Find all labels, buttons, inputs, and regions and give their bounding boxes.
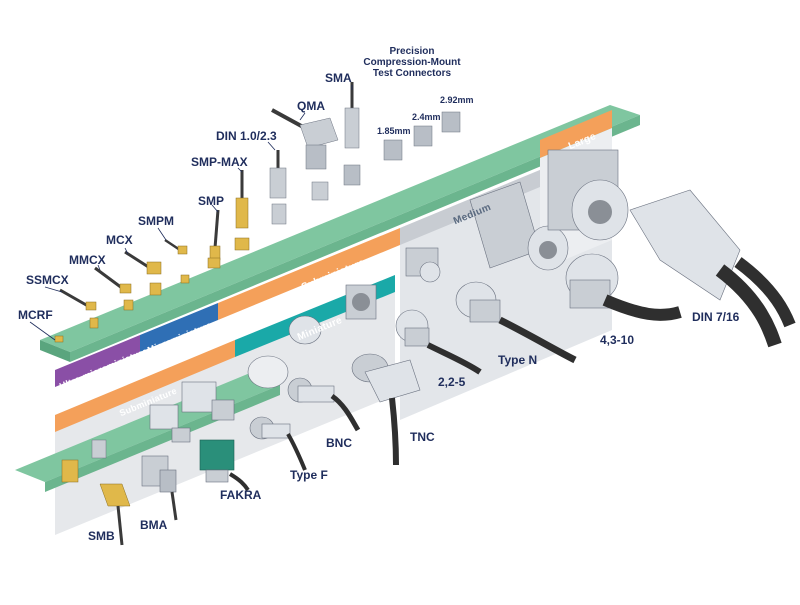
bnc-connector	[247, 315, 361, 432]
lower-panel-connectors	[149, 381, 235, 443]
title-line-2: Compression-Mount	[363, 57, 461, 68]
qma-connector	[271, 108, 339, 201]
ultra-band-shape	[55, 335, 140, 387]
size-label-24: 2.4mm	[412, 112, 441, 122]
din-1023-connector	[269, 150, 287, 225]
upper-board-front	[70, 115, 640, 362]
mmcx-connector	[94, 266, 134, 311]
mcrf-connector	[54, 335, 64, 343]
upper-board-edge	[40, 340, 70, 362]
label-mmcx: MMCX	[69, 253, 106, 267]
label-din-1023: DIN 1.0/2.3	[216, 129, 277, 143]
label-type-f: Type F	[290, 468, 328, 482]
sub-lower-band-shape	[55, 340, 235, 432]
precision-connectors	[383, 111, 461, 161]
label-mcrf: MCRF	[18, 308, 53, 322]
label-smb: SMB	[88, 529, 115, 543]
large-panel-connector	[547, 149, 629, 241]
title-line-1: Precision	[389, 46, 435, 57]
title-line-3: Test Connectors	[372, 68, 452, 79]
din-716-connector	[629, 189, 796, 348]
four-three-ten-connector	[565, 253, 682, 321]
label-qma: QMA	[297, 99, 325, 113]
label-four-three-ten: 4,3-10	[600, 333, 635, 347]
label-two-two-five: 2,2-5	[438, 375, 466, 389]
sma-connector	[343, 82, 361, 186]
label-smp: SMP	[198, 194, 225, 208]
label-mcx: MCX	[106, 233, 133, 247]
large-band-shape	[540, 110, 612, 158]
label-smp-max: SMP-MAX	[191, 155, 248, 169]
micro-band-shape	[140, 303, 218, 352]
type-f-connector	[249, 416, 307, 471]
fakra-connector	[199, 439, 250, 492]
label-type-n: Type N	[498, 353, 538, 367]
ssmcx-connector	[59, 288, 99, 329]
smpm-connector	[164, 238, 190, 284]
two-two-five-connector	[395, 309, 482, 375]
mini-panel-connectors	[345, 247, 441, 320]
leader-lines	[29, 85, 353, 341]
smp-connector	[207, 209, 221, 269]
label-smpm: SMPM	[138, 214, 174, 228]
label-bma: BMA	[140, 518, 168, 532]
precision-title: Precision Compression-Mount Test Connect…	[357, 46, 467, 79]
bma-connector	[141, 455, 178, 521]
smb-connector	[61, 439, 131, 546]
smp-max-connector	[234, 170, 250, 251]
size-label-292: 2.92mm	[440, 95, 474, 105]
label-ssmcx: SSMCX	[26, 273, 69, 287]
label-din-716: DIN 7/16	[692, 310, 740, 324]
size-label-185: 1.85mm	[377, 126, 411, 136]
medium-panel-connector	[469, 181, 569, 271]
tnc-connector	[351, 353, 421, 466]
label-fakra: FAKRA	[220, 488, 262, 502]
upper-board-top	[40, 105, 640, 352]
mcx-connector	[124, 250, 162, 296]
label-bnc: BNC	[326, 436, 352, 450]
label-tnc: TNC	[410, 430, 435, 444]
label-sma: SMA	[325, 71, 352, 85]
sub-upper-band-shape	[218, 228, 400, 320]
type-n-connector	[455, 281, 577, 364]
